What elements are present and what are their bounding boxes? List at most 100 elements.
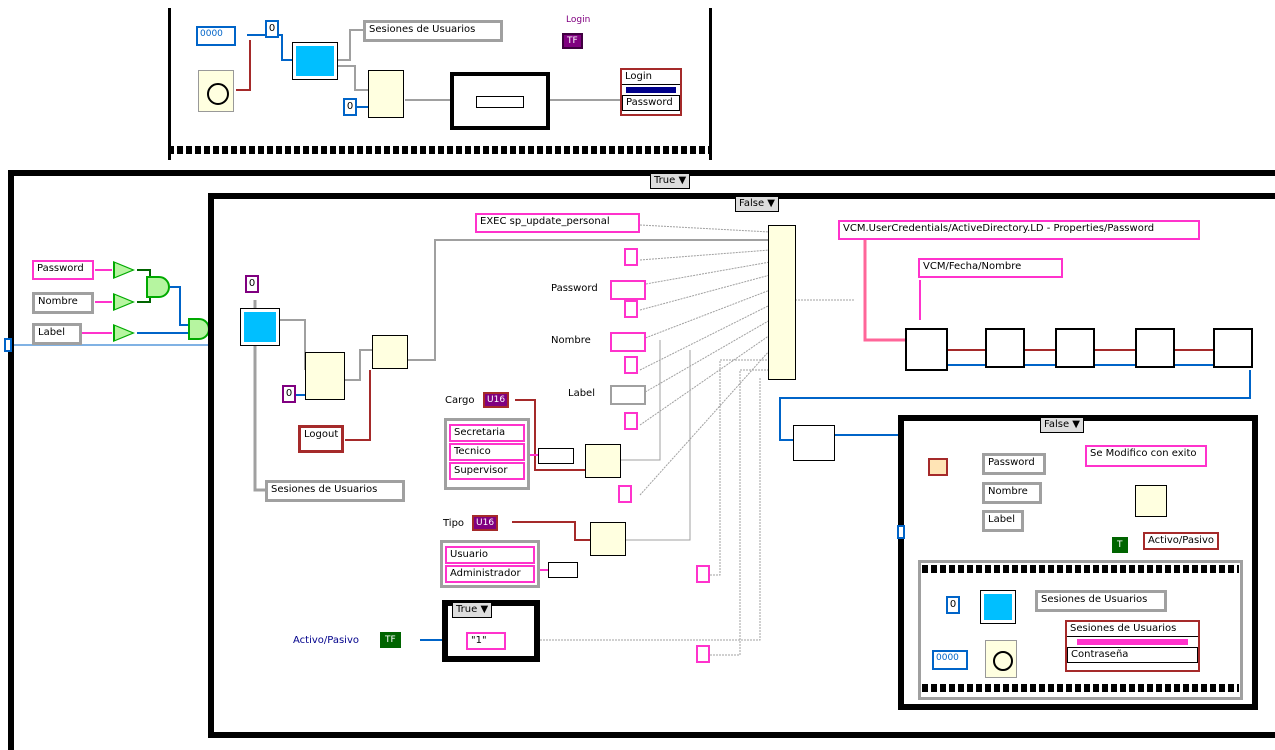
bottom-const-numeric: 0000 bbox=[932, 650, 968, 670]
bottom-password: Password bbox=[982, 453, 1046, 475]
top-sequence-frame bbox=[168, 8, 712, 160]
db-fetch-icon bbox=[1055, 328, 1095, 368]
top-login-label: Login bbox=[566, 15, 591, 25]
logical-and-icon bbox=[188, 318, 210, 340]
build-array-icon bbox=[768, 225, 796, 380]
password-local-terminal bbox=[610, 280, 646, 300]
outer-case-structure bbox=[8, 170, 1275, 750]
sql-statement-const: EXEC sp_update_personal bbox=[475, 213, 640, 233]
small-case-selector[interactable]: True ▼ bbox=[452, 602, 493, 618]
not-empty-icon-3 bbox=[113, 324, 135, 342]
top-inner-case-label bbox=[476, 96, 524, 108]
global-variable-icon bbox=[240, 308, 280, 346]
password-control[interactable]: Password bbox=[32, 260, 94, 280]
bottom-unbundle-title: Sesiones de Usuarios bbox=[1067, 622, 1198, 637]
unbundle-icon bbox=[305, 352, 345, 400]
activo-terminal[interactable]: TF bbox=[380, 632, 401, 648]
timer-icon bbox=[985, 640, 1017, 678]
chevron-down-icon: ▼ bbox=[1072, 419, 1080, 430]
logout-button[interactable]: Logout bbox=[298, 425, 344, 453]
bottom-sequence-film-bottom bbox=[922, 684, 1239, 692]
tipo-option-1: Administrador bbox=[445, 565, 535, 583]
nombre-local-terminal bbox=[610, 332, 646, 352]
bottom-sequence-film-top bbox=[922, 565, 1239, 573]
string-const-3 bbox=[624, 356, 638, 374]
top-const-value: 0000 bbox=[200, 29, 223, 39]
inner-index-const: 0 bbox=[245, 275, 259, 293]
index-array-icon-2 bbox=[548, 562, 578, 578]
tipo-array-const: Usuario Administrador bbox=[440, 540, 540, 588]
index-array-icon bbox=[538, 448, 574, 464]
db-close-icon bbox=[1213, 328, 1253, 368]
top-index-const-2: 0 bbox=[343, 98, 357, 116]
string-const-4 bbox=[624, 412, 638, 430]
unbundle-password: Password bbox=[622, 95, 680, 111]
string-const-5 bbox=[618, 485, 632, 503]
chevron-down-icon: ▼ bbox=[767, 198, 775, 209]
bottom-index-const: 0 bbox=[946, 596, 960, 614]
cargo-terminal[interactable]: U16 bbox=[483, 392, 510, 408]
password-local: Password bbox=[551, 283, 598, 294]
timer-icon bbox=[198, 70, 234, 112]
small-case-value: "1" bbox=[466, 632, 506, 650]
global-variable-icon bbox=[292, 42, 338, 80]
user-string-const: VCM/Fecha/Nombre bbox=[918, 258, 1063, 278]
tipo-option-0: Usuario bbox=[445, 546, 535, 564]
string-const-7 bbox=[696, 645, 710, 663]
nombre-local: Nombre bbox=[551, 335, 591, 346]
bottom-case-selector[interactable]: False ▼ bbox=[1040, 417, 1084, 433]
cargo-option-0: Secretaria bbox=[449, 424, 525, 442]
one-button-dialog-icon bbox=[1135, 485, 1167, 517]
bottom-unbundle-field: Contraseña bbox=[1067, 647, 1198, 663]
unbundle-by-name: Login Password bbox=[620, 68, 682, 116]
bottom-session-global: Sesiones de Usuarios bbox=[1035, 590, 1167, 612]
tipo-terminal[interactable]: U16 bbox=[472, 515, 499, 531]
string-const-1 bbox=[624, 248, 638, 266]
bottom-activo-const: T bbox=[1112, 537, 1128, 553]
tipo-label: Tipo bbox=[443, 518, 465, 529]
unbundle-login: Login bbox=[622, 70, 680, 85]
bottom-case-terminal bbox=[897, 525, 905, 539]
inner-session-global: Sesiones de Usuarios bbox=[265, 480, 405, 502]
chevron-down-icon: ▼ bbox=[480, 604, 489, 615]
bottom-activo-local: Activo/Pasivo bbox=[1143, 532, 1220, 550]
logical-or-icon bbox=[146, 276, 170, 298]
bottom-label: Label bbox=[982, 510, 1024, 532]
activo-label: Activo/Pasivo bbox=[293, 635, 360, 646]
outer-case-selector-terminal bbox=[4, 338, 12, 352]
top-index-const: 0 bbox=[265, 20, 279, 38]
db-free-icon bbox=[1135, 328, 1175, 368]
string-const-6 bbox=[696, 565, 710, 583]
outer-case-selector[interactable]: True ▼ bbox=[650, 173, 691, 189]
bottom-message: Se Modifico con exito bbox=[1085, 445, 1207, 467]
nombre-control[interactable]: Nombre bbox=[32, 292, 94, 314]
bottom-nombre: Nombre bbox=[982, 482, 1042, 504]
string-const-2 bbox=[624, 300, 638, 318]
bundle-icon bbox=[928, 458, 948, 476]
connection-string-const: VCM.UserCredentials/ActiveDirectory.LD -… bbox=[838, 220, 1200, 240]
top-login-indicator: TF bbox=[562, 33, 583, 49]
label-control[interactable]: Label bbox=[32, 323, 82, 345]
error-handler-icon bbox=[793, 425, 835, 461]
not-empty-icon-2 bbox=[113, 293, 135, 311]
cargo-option-1: Tecnico bbox=[449, 443, 525, 461]
top-const-numeric: 0000 bbox=[196, 26, 236, 46]
label-local-terminal bbox=[610, 385, 646, 405]
label-local: Label bbox=[568, 388, 595, 399]
db-execute-icon bbox=[985, 328, 1025, 368]
build-string-icon-2 bbox=[590, 522, 626, 556]
build-string-icon bbox=[585, 444, 621, 478]
bottom-unbundle: Sesiones de Usuarios Contraseña bbox=[1065, 620, 1200, 672]
global-variable-icon bbox=[980, 590, 1016, 624]
inner-index-const-2: 0 bbox=[282, 385, 296, 403]
build-cluster-icon bbox=[372, 335, 408, 369]
chevron-down-icon: ▼ bbox=[678, 175, 687, 186]
top-sequence-filmstrip bbox=[168, 146, 712, 154]
cargo-option-2: Supervisor bbox=[449, 462, 525, 480]
cargo-label: Cargo bbox=[445, 395, 475, 406]
top-inner-case bbox=[450, 72, 550, 130]
cargo-array-const: Secretaria Tecnico Supervisor bbox=[444, 418, 530, 490]
inner-case-selector[interactable]: False ▼ bbox=[735, 196, 779, 212]
unbundle-icon bbox=[368, 70, 404, 118]
